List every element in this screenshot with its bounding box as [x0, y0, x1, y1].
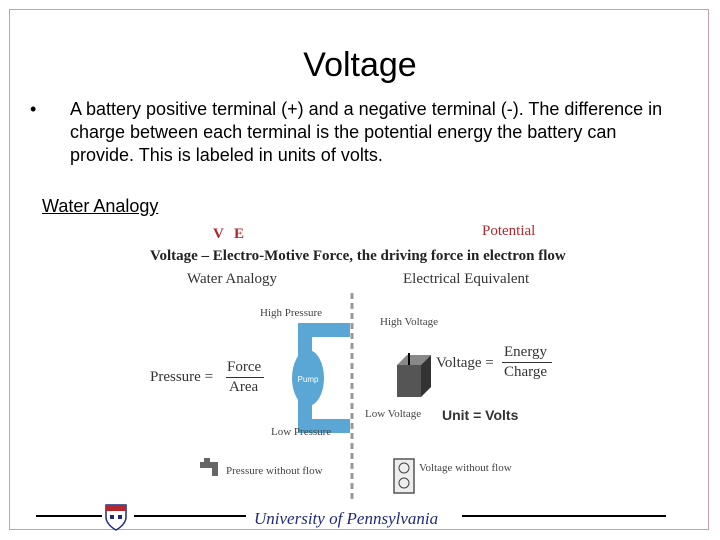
divider-line [350, 293, 354, 503]
footer-rule-left [36, 515, 102, 517]
footer-rule-right [462, 515, 666, 517]
letter-v: V [213, 226, 224, 242]
pump-label: Pump [298, 375, 319, 384]
potential-label: Potential [482, 223, 536, 239]
unit-label: Unit = Volts [442, 407, 519, 423]
pump-pipe-icon: Pump [292, 323, 350, 433]
force-label: Force [227, 359, 262, 375]
subheading: Water Analogy [42, 196, 159, 216]
footer-rule-middle [134, 515, 246, 517]
bullet-marker: • [30, 99, 37, 119]
footer-text: University of Pennsylvania [254, 509, 439, 528]
voltage-fraction-bar [502, 362, 552, 363]
water-heading: Water Analogy [187, 271, 278, 287]
high-pressure-label: High Pressure [260, 307, 323, 319]
university-seal-icon [105, 504, 127, 531]
energy-label: Energy [504, 344, 548, 360]
letter-e: E [234, 226, 245, 242]
faucet-icon [200, 458, 218, 476]
outlet-icon [393, 458, 415, 494]
low-voltage-label: Low Voltage [365, 408, 422, 420]
area-label: Area [229, 379, 259, 395]
pressure-without-flow-label: Pressure without flow [226, 465, 323, 477]
voltage-lhs: Voltage = [436, 355, 494, 371]
voltage-figure: V E Potential Voltage – Electro-Motive F… [140, 218, 620, 503]
bullet-text: A battery positive terminal (+) and a ne… [70, 99, 663, 165]
electric-heading: Electrical Equivalent [403, 271, 530, 287]
fraction-bar [226, 377, 264, 378]
battery-icon [397, 353, 431, 397]
definition-text: Voltage – Electro-Motive Force, the driv… [150, 248, 566, 265]
slide-title: Voltage [303, 46, 417, 84]
voltage-without-flow-label: Voltage without flow [419, 462, 512, 474]
slide-frame [9, 9, 709, 530]
definition-text-bold: Voltage – Electro-Motive Force, the driv… [150, 248, 566, 264]
high-voltage-label: High Voltage [380, 316, 438, 328]
low-pressure-label: Low Pressure [271, 426, 332, 438]
pressure-lhs: Pressure = [150, 369, 214, 385]
charge-label: Charge [504, 364, 548, 380]
